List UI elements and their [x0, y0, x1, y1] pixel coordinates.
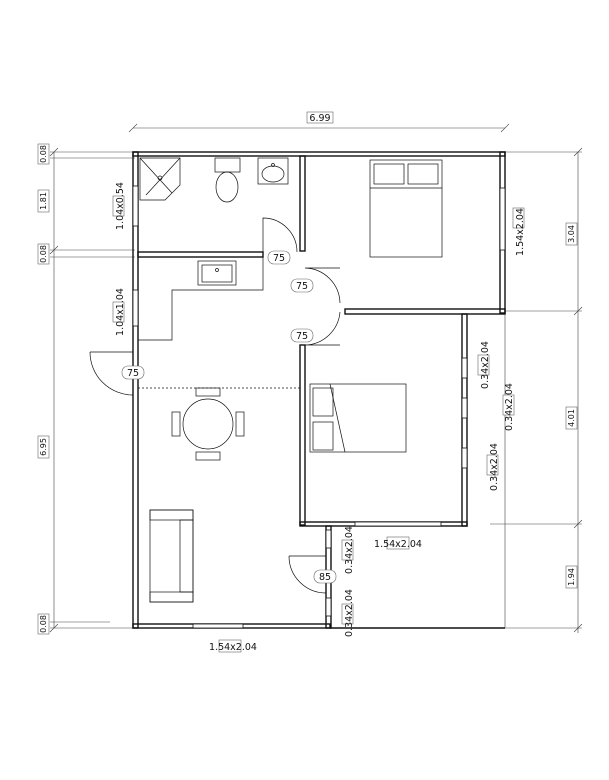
left-dim-3: 0.08	[39, 245, 48, 263]
window-label-kitchen: 1.04x1.04	[115, 288, 126, 336]
window-label-bath: 1.04x0.54	[115, 182, 126, 230]
kitchen-sink-icon	[197, 260, 237, 286]
window-label-bed2-c: 0.34x2.04	[489, 443, 500, 491]
window-labels: 1.04x0.54 1.04x1.04 1.54x2.04 0.34x2.04 …	[112, 182, 526, 653]
window-label-bed2-b: 0.34x2.04	[504, 383, 515, 431]
window-bed2-c	[461, 447, 468, 469]
door-tag-bedroom1: 75	[296, 281, 308, 292]
door-entry-arc	[89, 351, 134, 396]
sofa-icon	[149, 509, 194, 603]
right-dim-3: 1.94	[567, 568, 576, 586]
window-label-corridor-b: 0.34x2.04	[344, 589, 355, 637]
windows	[132, 185, 506, 629]
door-tag-corridor: 85	[319, 572, 331, 583]
door-bedroom2-arc	[304, 311, 341, 346]
door-tag-bath: 75	[273, 253, 285, 264]
walls	[132, 151, 506, 629]
window-corridor-a	[325, 529, 332, 549]
left-dim-1: 0.08	[39, 145, 48, 163]
shower-icon	[139, 157, 181, 201]
window-label-corridor-a: 0.34x2.04	[344, 526, 355, 574]
door-bath-arc	[262, 217, 298, 253]
overall-width-label: 6.99	[309, 113, 330, 124]
window-bed2-a	[461, 357, 468, 379]
door-tags: 75 75 75 75 85	[121, 250, 337, 584]
dimension-labels: 6.99 0.08 1.81 0.08 6.95 0.08 3.04 4.01 …	[39, 113, 576, 633]
window-bed2-bottom	[354, 521, 442, 527]
window-bath	[132, 185, 139, 227]
bed-1-icon	[369, 159, 443, 258]
door-corridor-arc	[288, 555, 327, 594]
window-label-living: 1.54x2.04	[209, 642, 257, 653]
window-kitchen	[132, 289, 139, 327]
door-tag-bedroom2: 75	[296, 331, 308, 342]
left-dim-5: 0.08	[39, 615, 48, 633]
bed-2-icon	[309, 383, 407, 453]
window-bed2-b	[461, 397, 468, 419]
toilet-icon	[214, 157, 241, 203]
doors	[89, 217, 341, 594]
basin-icon	[257, 157, 289, 185]
right-dim-1: 3.04	[567, 225, 576, 243]
window-living	[192, 623, 244, 629]
dining-table-icon	[171, 387, 245, 461]
window-label-bed2-a: 0.34x2.04	[480, 341, 491, 389]
dimension-lines	[37, 111, 583, 635]
left-dim-4: 6.95	[39, 438, 48, 456]
window-label-bedroom1: 1.54x2.04	[515, 208, 526, 256]
door-bedroom1-arc	[304, 267, 341, 304]
door-tag-entry: 75	[127, 368, 139, 379]
right-dim-2: 4.01	[567, 409, 576, 427]
window-bedroom1	[499, 187, 506, 251]
fixtures	[139, 157, 443, 603]
left-dim-2: 1.81	[39, 192, 48, 210]
window-corridor-b	[325, 597, 332, 617]
window-label-bed2-bottom: 1.54x2.04	[374, 539, 422, 550]
